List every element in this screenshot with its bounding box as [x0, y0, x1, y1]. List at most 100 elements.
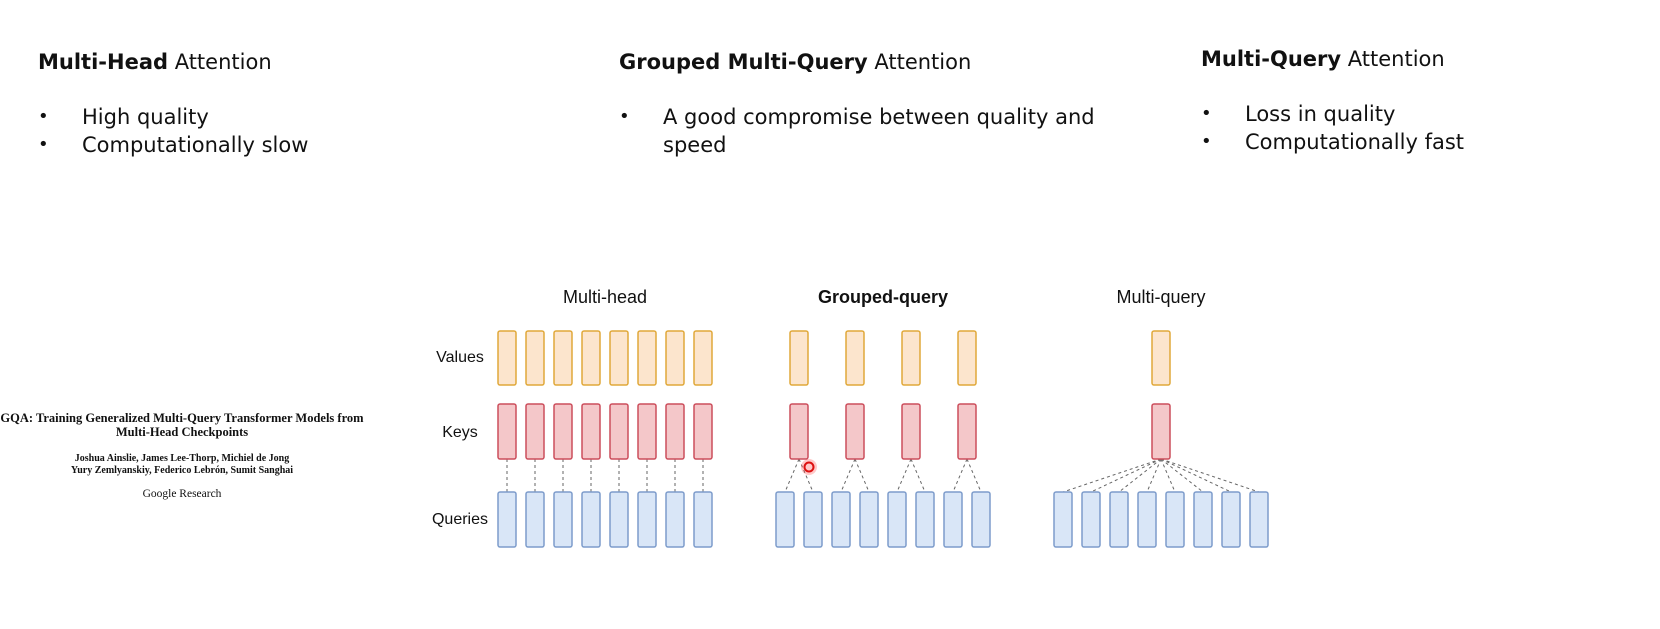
paper-authors-line: Joshua Ainslie, James Lee-Thorp, Michiel…: [74, 453, 290, 464]
query-box: [497, 491, 517, 548]
query-box: [775, 491, 795, 548]
col-title: Multi-Head Attention: [38, 48, 308, 76]
query-box: [971, 491, 991, 548]
value-box: [1151, 330, 1171, 386]
query-box: [1165, 491, 1185, 548]
key-box: [789, 403, 809, 460]
connector-line: [1118, 458, 1162, 493]
col-title-rest: Attention: [168, 50, 272, 74]
query-box: [1221, 491, 1241, 548]
bullet-item: High quality: [38, 103, 308, 131]
query-box: [1249, 491, 1269, 548]
panel-title: Multi-head: [563, 287, 647, 307]
connector-line: [1090, 458, 1162, 493]
query-box: [1109, 491, 1129, 548]
col-grouped-query: Grouped Multi-Query Attention A good com…: [619, 48, 1109, 159]
key-box: [637, 403, 657, 460]
bullet-list: High quality Computationally slow: [38, 103, 308, 159]
bullet-item: A good compromise between quality and sp…: [619, 103, 1109, 159]
key-box: [609, 403, 629, 460]
key-box: [581, 403, 601, 460]
cursor-ring: [803, 461, 815, 473]
query-box: [637, 491, 657, 548]
value-box: [637, 330, 657, 386]
value-box: [553, 330, 573, 386]
query-box: [887, 491, 907, 548]
panel-title: Grouped-query: [818, 287, 948, 307]
paper-header: GQA: Training Generalized Multi-Query Tr…: [0, 411, 368, 500]
paper-affiliation: Google Research: [142, 488, 222, 500]
connector-line: [1160, 458, 1260, 493]
query-box: [525, 491, 545, 548]
key-box: [693, 403, 713, 460]
row-label-values: Values: [436, 349, 484, 366]
value-box: [957, 330, 977, 386]
query-box: [859, 491, 879, 548]
query-box: [553, 491, 573, 548]
bullet-item: Computationally slow: [38, 131, 308, 159]
bullet-item: Loss in quality: [1201, 100, 1464, 128]
key-box: [901, 403, 921, 460]
col-title-bold: Multi-Query: [1201, 47, 1342, 71]
connector-line: [896, 458, 912, 493]
bullet-list: Loss in quality Computationally fast: [1201, 100, 1464, 156]
value-box: [789, 330, 809, 386]
value-box: [665, 330, 685, 386]
value-box: [901, 330, 921, 386]
value-box: [845, 330, 865, 386]
value-box: [581, 330, 601, 386]
col-multi-query: Multi-Query Attention Loss in quality Co…: [1201, 45, 1464, 156]
value-box: [497, 330, 517, 386]
col-title-rest: Attention: [867, 50, 972, 74]
key-box: [1151, 403, 1171, 460]
connector-line: [952, 458, 968, 493]
panel-title: Multi-query: [1116, 287, 1205, 307]
key-box: [665, 403, 685, 460]
key-box: [525, 403, 545, 460]
col-title-rest: Attention: [1341, 47, 1445, 71]
connector-line: [1160, 458, 1232, 493]
paper-title-line: Multi-Head Checkpoints: [115, 425, 249, 439]
cursor-halo: [801, 459, 817, 475]
row-label-queries: Queries: [432, 511, 488, 528]
query-box: [943, 491, 963, 548]
connector-line: [840, 458, 856, 493]
query-box: [803, 491, 823, 548]
connector-line: [910, 458, 926, 493]
col-title: Grouped Multi-Query Attention: [619, 48, 1109, 76]
query-box: [1053, 491, 1073, 548]
bullet-list: A good compromise between quality and sp…: [619, 103, 1109, 159]
connector-line: [784, 458, 800, 493]
query-box: [1081, 491, 1101, 548]
connector-line: [854, 458, 870, 493]
key-box: [553, 403, 573, 460]
col-title: Multi-Query Attention: [1201, 45, 1464, 73]
paper-title-line: GQA: Training Generalized Multi-Query Tr…: [0, 411, 364, 425]
paper-authors: Joshua Ainslie, James Lee-Thorp, Michiel…: [0, 453, 368, 477]
connector-line: [966, 458, 982, 493]
paper-authors-line: Yury Zemlyanskiy, Federico Lebrón, Sumit…: [70, 465, 294, 476]
query-box: [693, 491, 713, 548]
key-box: [497, 403, 517, 460]
row-label-keys: Keys: [442, 424, 478, 441]
col-title-bold: Multi-Head: [38, 50, 169, 74]
value-box: [525, 330, 545, 386]
key-box: [957, 403, 977, 460]
query-box: [831, 491, 851, 548]
connector-line: [1160, 458, 1204, 493]
query-box: [1137, 491, 1157, 548]
query-box: [665, 491, 685, 548]
query-box: [915, 491, 935, 548]
value-box: [609, 330, 629, 386]
key-box: [845, 403, 865, 460]
query-box: [609, 491, 629, 548]
query-box: [581, 491, 601, 548]
connector-line: [1062, 458, 1162, 493]
value-box: [693, 330, 713, 386]
col-multi-head: Multi-Head Attention High quality Comput…: [38, 48, 308, 159]
col-title-bold: Grouped Multi-Query: [619, 50, 868, 74]
bullet-item: Computationally fast: [1201, 128, 1464, 156]
query-box: [1193, 491, 1213, 548]
paper-title: GQA: Training Generalized Multi-Query Tr…: [0, 411, 368, 439]
